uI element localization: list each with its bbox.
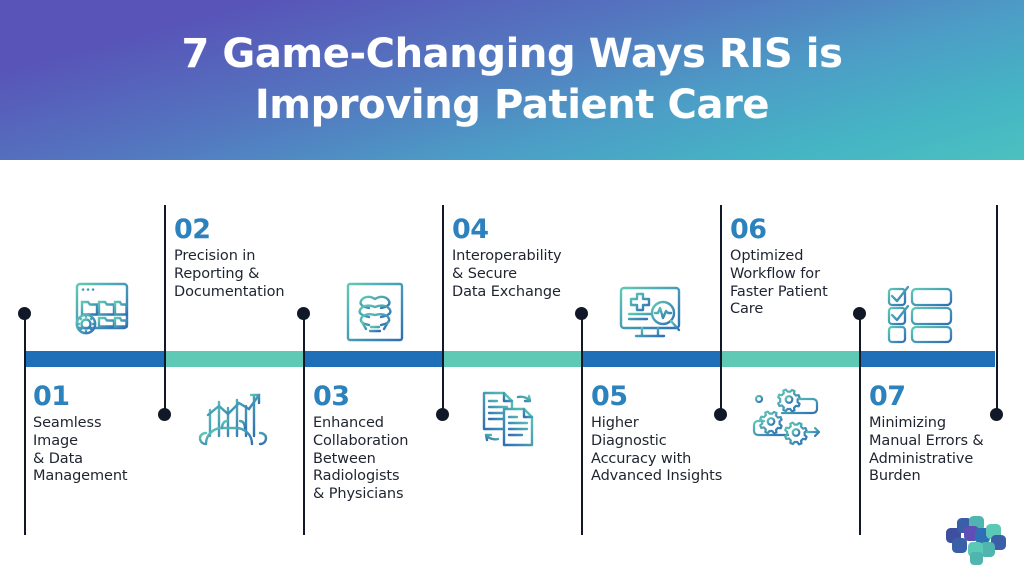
connector-line-01	[24, 313, 26, 535]
timeline-segment-3	[303, 351, 442, 367]
timeline-segment-2	[165, 351, 303, 367]
item-label-03: Enhanced Collaboration Between Radiologi…	[313, 415, 409, 503]
workflow-gears-icon	[752, 388, 828, 452]
item-number-07: 07	[869, 381, 906, 412]
page-title-line-1: 7 Game-Changing Ways RIS is	[181, 30, 843, 77]
item-label-04: Interoperability & Secure Data Exchange	[452, 248, 562, 300]
connector-dot-01	[18, 307, 31, 320]
connector-dot-03	[297, 307, 310, 320]
connector-dot-05	[575, 307, 588, 320]
timeline-item-03[interactable]: 03 Enhanced Collaboration Between Radiol…	[313, 383, 453, 504]
timeline-item-04[interactable]: 04 Interoperability & Secure Data Exchan…	[452, 216, 602, 301]
timeline-segment-5	[581, 351, 720, 367]
item-label-07: Minimizing Manual Errors & Administrativ…	[869, 415, 984, 485]
page-title-line-2: Improving Patient Care	[254, 82, 770, 128]
timeline-segment-6	[720, 351, 859, 367]
item-label-05: Higher Diagnostic Accuracy with Advanced…	[591, 415, 723, 485]
timeline-item-05[interactable]: 05 Higher Diagnostic Accuracy with Advan…	[591, 383, 766, 486]
timeline-segment-4	[442, 351, 581, 367]
xray-scan-icon	[344, 280, 406, 344]
timeline-item-07[interactable]: 07 Minimizing Manual Errors & Administra…	[869, 383, 1019, 486]
connector-dot-02	[158, 408, 171, 421]
page-title: 7 Game-Changing Ways RIS is Improving Pa…	[141, 29, 882, 131]
timeline-segment-1	[25, 351, 165, 367]
checklist-icon	[885, 285, 955, 345]
connector-dot-07	[853, 307, 866, 320]
chart-gear-growth-icon	[198, 388, 270, 454]
connector-line-05	[581, 313, 583, 535]
connector-line-07	[859, 313, 861, 535]
connector-line-end	[996, 205, 998, 420]
connector-dot-06	[714, 408, 727, 421]
connector-line-02	[164, 205, 166, 420]
timeline-item-02[interactable]: 02 Precision in Reporting & Documentatio…	[174, 216, 324, 301]
timeline-segment-7	[859, 351, 995, 367]
item-label-02: Precision in Reporting & Documentation	[174, 248, 285, 300]
document-exchange-icon	[474, 387, 544, 453]
connector-line-03	[303, 313, 305, 535]
window-folders-gear-icon	[58, 278, 132, 344]
item-label-06: Optimized Workflow for Faster Patient Ca…	[730, 248, 828, 318]
connector-line-06	[720, 205, 722, 420]
item-number-01: 01	[33, 381, 70, 412]
item-label-01: Seamless Image & Data Management	[33, 415, 128, 485]
monitor-diagnostics-icon	[614, 283, 690, 347]
header-banner: 7 Game-Changing Ways RIS is Improving Pa…	[0, 0, 1024, 160]
connector-line-04	[442, 205, 444, 420]
item-number-03: 03	[313, 381, 350, 412]
mosaic-squares-logo	[944, 512, 1010, 568]
connector-dot-04	[436, 408, 449, 421]
connector-dot-end	[990, 408, 1003, 421]
item-number-06: 06	[730, 214, 767, 245]
timeline-item-01[interactable]: 01 Seamless Image & Data Management	[33, 383, 168, 486]
timeline-item-06[interactable]: 06 Optimized Workflow for Faster Patient…	[730, 216, 875, 319]
item-number-04: 04	[452, 214, 489, 245]
timeline-bar	[25, 351, 995, 367]
item-number-02: 02	[174, 214, 211, 245]
item-number-05: 05	[591, 381, 628, 412]
